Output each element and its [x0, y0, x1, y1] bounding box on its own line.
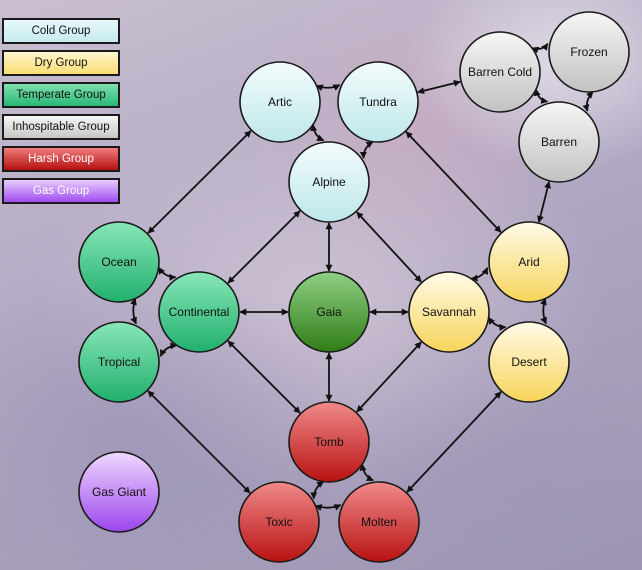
node-toxic: Toxic [238, 481, 320, 563]
node-label: Toxic [265, 515, 292, 529]
node-desert: Desert [488, 321, 570, 403]
edge-ocean-continental [157, 266, 177, 281]
node-circle [548, 11, 630, 93]
node-label: Molten [361, 515, 397, 529]
edge-alpine-continental [227, 210, 301, 284]
node-label: Gas Giant [92, 485, 147, 499]
edge-tundra-arid [405, 131, 502, 233]
node-gaia: Gaia [288, 271, 370, 353]
edge-artic-alpine [310, 123, 325, 142]
node-circle [488, 221, 570, 303]
edge-tomb-toxic [310, 480, 325, 500]
edge-continental-tropical [159, 342, 178, 357]
node-label: Ocean [101, 255, 136, 269]
node-label: Gaia [316, 305, 342, 319]
edge-toxic-molten [314, 504, 342, 511]
node-label: Artic [268, 95, 292, 109]
edge-artic-tundra [315, 84, 341, 92]
node-circle [459, 31, 541, 113]
node-circle [288, 141, 370, 223]
node-label: Barren [541, 135, 577, 149]
node-circle [337, 61, 419, 143]
node-alpine: Alpine [288, 141, 370, 223]
edge-barren_cold-frozen [531, 43, 549, 54]
node-barren: Barren [518, 101, 600, 183]
edge-ocean-tropical [130, 297, 137, 325]
node-tropical: Tropical [78, 321, 160, 403]
node-artic: Artic [239, 61, 321, 143]
node-label: Savannah [422, 305, 476, 319]
node-circle [239, 61, 321, 143]
node-ocean: Ocean [78, 221, 160, 303]
node-tomb: Tomb [288, 401, 370, 483]
edge-barren-arid [537, 181, 551, 223]
node-arid: Arid [488, 221, 570, 303]
node-circle [78, 451, 160, 533]
node-label: Continental [169, 305, 230, 319]
node-label: Barren Cold [468, 65, 532, 79]
node-circle [158, 271, 240, 353]
node-circle [408, 271, 490, 353]
edge-savannah-tomb [356, 341, 422, 413]
edge-savannah-arid [470, 267, 489, 282]
node-circle [288, 401, 370, 483]
node-label: Alpine [312, 175, 346, 189]
node-label: Tundra [359, 95, 397, 109]
node-gas-giant: Gas Giant [78, 451, 160, 533]
node-circle [518, 101, 600, 183]
edge-arid-desert [540, 297, 547, 325]
edge-savannah-desert [487, 316, 507, 331]
edge-tomb-molten [359, 463, 374, 482]
edge-barren_cold-barren [533, 88, 549, 104]
edge-artic-ocean [147, 130, 252, 234]
edge-tundra-barren_cold [417, 79, 461, 95]
node-circle [338, 481, 420, 563]
edge-alpine-savannah [356, 211, 422, 283]
legend-item-dry-group: Dry Group [2, 50, 120, 76]
node-barren-cold: Barren Cold [459, 31, 541, 113]
node-label: Desert [511, 355, 547, 369]
node-circle [238, 481, 320, 563]
legend-item-gas-group: Gas Group [2, 178, 120, 204]
node-label: Arid [518, 255, 539, 269]
node-frozen: Frozen [548, 11, 630, 93]
legend-item-cold-group: Cold Group [2, 18, 120, 44]
edge-desert-molten [406, 391, 502, 493]
edges-layer [130, 43, 594, 511]
node-continental: Continental [158, 271, 240, 353]
node-savannah: Savannah [408, 271, 490, 353]
node-label: Tropical [98, 355, 140, 369]
edge-tundra-alpine [359, 140, 374, 159]
node-circle [288, 271, 370, 353]
node-tundra: Tundra [337, 61, 419, 143]
node-circle [78, 221, 160, 303]
legend-item-inhospitable-group: Inhospitable Group [2, 114, 120, 140]
edge-frozen-barren [582, 91, 594, 112]
node-circle [488, 321, 570, 403]
legend-item-temperate-group: Temperate Group [2, 82, 120, 108]
node-molten: Molten [338, 481, 420, 563]
node-label: Frozen [570, 45, 607, 59]
node-label: Tomb [314, 435, 344, 449]
node-circle [78, 321, 160, 403]
legend-item-harsh-group: Harsh Group [2, 146, 120, 172]
edge-continental-tomb [227, 340, 301, 414]
edge-tropical-toxic [147, 390, 251, 494]
